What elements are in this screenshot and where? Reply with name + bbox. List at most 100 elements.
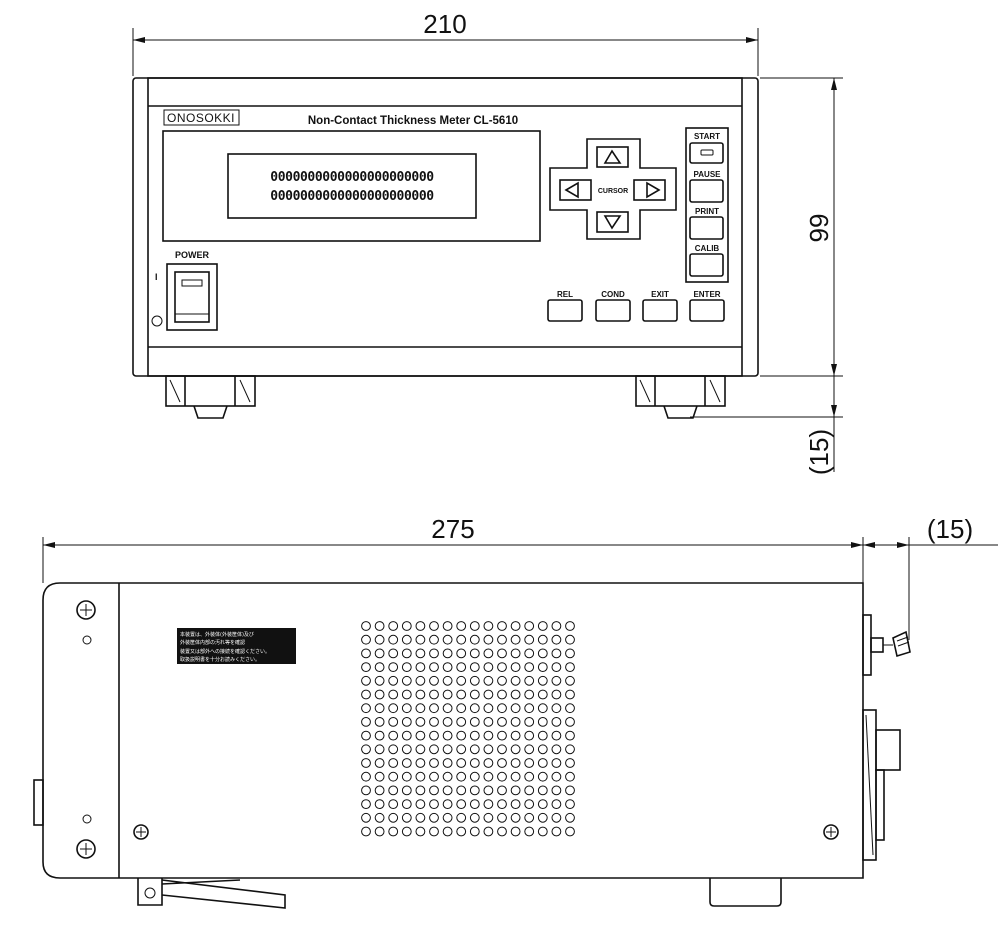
vent-hole	[442, 812, 453, 823]
vent-hole	[524, 648, 535, 659]
calib-button[interactable]	[689, 253, 724, 277]
rel-label: REL	[557, 290, 573, 299]
enter-button[interactable]	[689, 299, 725, 322]
cursor-right-button[interactable]	[633, 179, 666, 201]
vent-hole	[442, 689, 453, 700]
hole-icon	[82, 635, 92, 645]
vent-hole	[374, 703, 385, 714]
rel-button[interactable]	[547, 299, 583, 322]
vent-hole	[537, 675, 548, 686]
vent-hole	[388, 703, 399, 714]
power-switch[interactable]	[166, 263, 218, 331]
vent-hole	[361, 785, 371, 796]
vent-hole	[483, 675, 494, 686]
pause-button[interactable]	[689, 179, 724, 203]
vent-hole	[537, 648, 548, 659]
vent-hole	[565, 717, 575, 727]
vent-hole	[483, 826, 494, 837]
cursor-left-button[interactable]	[559, 179, 592, 201]
vent-hole	[361, 826, 371, 837]
start-label: START	[694, 132, 720, 141]
vent-hole	[510, 689, 521, 700]
vent-hole	[524, 621, 535, 631]
side-view: 275 (15)	[33, 514, 998, 909]
vent-hole	[415, 634, 426, 645]
vent-hole	[415, 826, 426, 837]
warning-label-line-2: 外装筐体内部の汚れ等を確認	[180, 639, 245, 646]
vent-hole	[415, 717, 426, 727]
vent-hole	[510, 785, 521, 796]
vent-hole	[361, 771, 371, 782]
cursor-down-button[interactable]	[596, 211, 629, 233]
vent-hole	[442, 758, 453, 768]
vent-hole	[361, 717, 371, 727]
vent-hole	[361, 689, 371, 700]
up-arrow-icon	[603, 149, 622, 164]
vent-hole	[497, 717, 507, 727]
vent-hole	[565, 703, 575, 714]
vent-hole	[497, 744, 507, 755]
vent-hole	[429, 799, 439, 809]
connector-dimension: (15)	[863, 514, 998, 640]
vent-hole	[537, 799, 548, 809]
vent-hole	[429, 758, 439, 768]
vent-hole	[442, 744, 453, 755]
vent-hole	[524, 771, 535, 782]
vent-hole	[456, 621, 467, 631]
vent-hole	[469, 675, 480, 686]
vent-hole	[429, 812, 439, 823]
vent-hole	[401, 771, 412, 782]
vent-hole	[565, 634, 575, 645]
vent-hole	[524, 730, 535, 741]
vent-hole	[497, 785, 507, 796]
start-button[interactable]	[689, 142, 724, 164]
vent-hole	[565, 648, 575, 659]
vent-hole	[483, 812, 494, 823]
vent-hole	[456, 689, 467, 700]
vent-hole	[388, 812, 399, 823]
vent-hole	[565, 758, 575, 768]
vent-hole	[537, 703, 548, 714]
display-line-2: 0000000000000000000000	[270, 189, 434, 204]
vent-hole	[565, 744, 575, 755]
left-foot	[165, 375, 256, 419]
vent-hole	[429, 785, 439, 796]
vent-hole	[469, 689, 480, 700]
vent-hole	[415, 799, 426, 809]
front-foot	[137, 878, 286, 909]
vent-hole	[456, 662, 467, 672]
vent-hole	[415, 648, 426, 659]
cursor-pad: CURSOR	[549, 138, 677, 240]
vent-hole	[497, 621, 507, 631]
warning-label-line-4: 取扱説明書を十分お読みください。	[180, 656, 260, 663]
vent-hole	[429, 826, 439, 837]
vent-hole	[565, 812, 575, 823]
vent-hole	[374, 799, 385, 809]
vent-hole	[510, 744, 521, 755]
vent-hole	[374, 662, 385, 672]
vent-hole	[361, 648, 371, 659]
vent-hole	[497, 730, 507, 741]
vent-hole	[565, 662, 575, 672]
vent-hole	[510, 717, 521, 727]
vent-hole	[565, 771, 575, 782]
vent-hole	[374, 689, 385, 700]
vent-hole	[497, 689, 507, 700]
vent-hole	[388, 675, 399, 686]
vent-hole	[551, 717, 562, 727]
vent-hole	[510, 675, 521, 686]
vent-hole	[374, 648, 385, 659]
cursor-up-button[interactable]	[596, 146, 629, 168]
vent-hole	[401, 703, 412, 714]
vent-hole	[537, 730, 548, 741]
cond-button[interactable]	[595, 299, 631, 322]
vent-hole	[388, 662, 399, 672]
vent-hole	[483, 662, 494, 672]
vent-hole	[551, 785, 562, 796]
vent-hole	[374, 717, 385, 727]
exit-button[interactable]	[642, 299, 678, 322]
vent-hole	[524, 717, 535, 727]
vent-hole	[401, 648, 412, 659]
print-button[interactable]	[689, 216, 724, 240]
brand-logo-frame	[163, 109, 240, 126]
